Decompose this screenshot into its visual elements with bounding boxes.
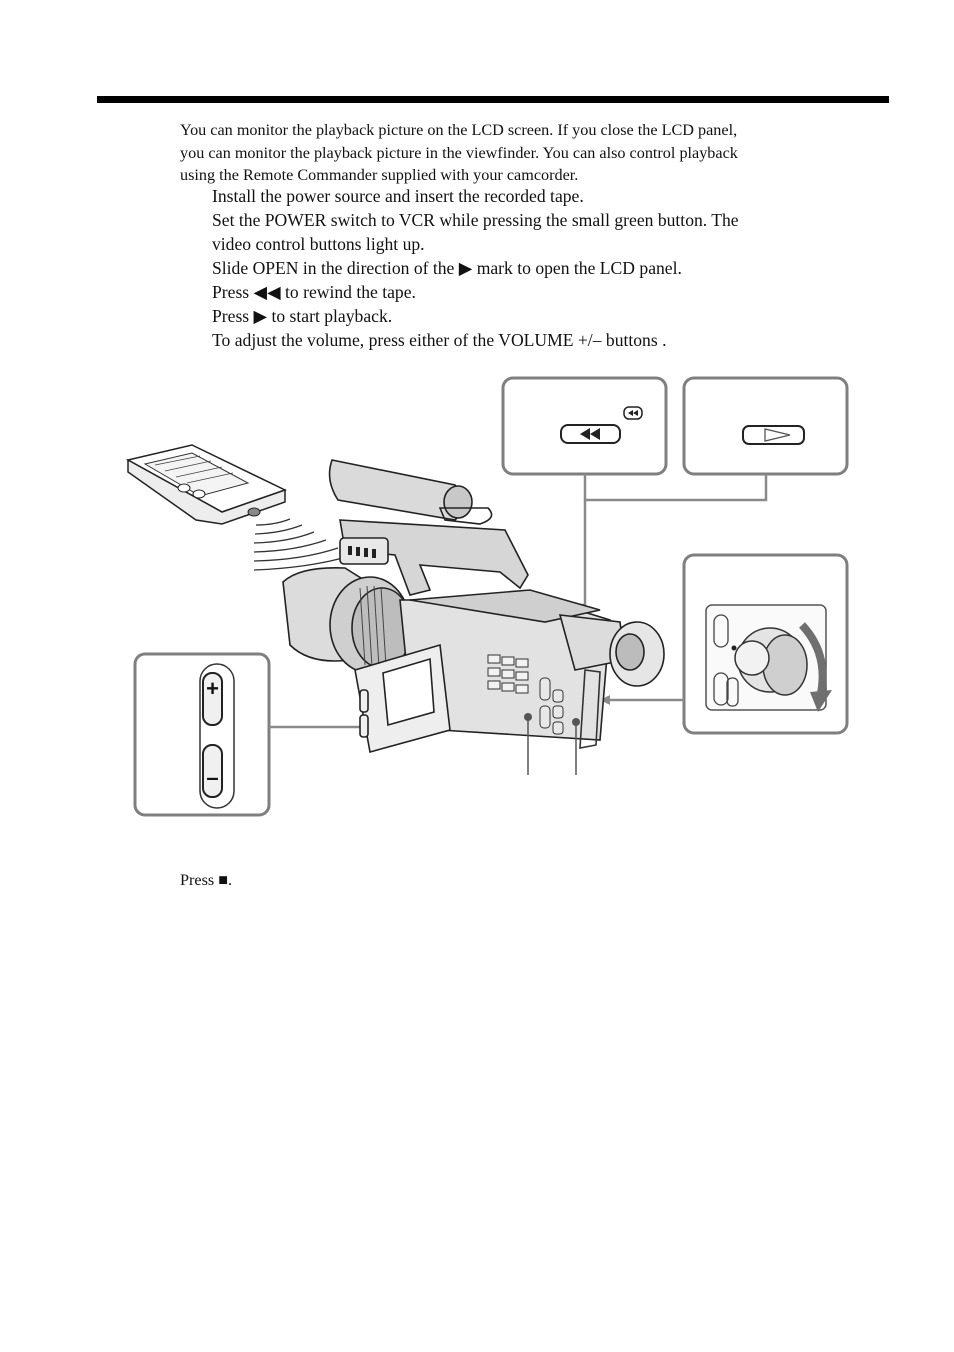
intro-line: you can monitor the playback picture in …: [180, 143, 738, 162]
rewind-small-icon: [623, 406, 643, 420]
camcorder: [282, 459, 665, 754]
rewind-callout: [501, 376, 668, 476]
rewind-icon: [580, 428, 600, 440]
step-6: To adjust the volume, press either of th…: [212, 330, 667, 350]
lower-leaders: [527, 717, 577, 775]
intro-paragraph: You can monitor the playback picture on …: [180, 119, 880, 187]
play-callout: [682, 376, 849, 476]
infrared-waves: [253, 518, 351, 571]
volume-minus-label: –: [206, 765, 218, 790]
volume-plus-label: +: [206, 676, 219, 701]
step-4: Press ◀◀ to rewind the tape.: [212, 282, 416, 302]
step-2: Set the POWER switch to VCR while pressi…: [212, 210, 739, 230]
camcorder-illustration: + –: [125, 376, 849, 817]
step-3: Slide OPEN in the direction of the ▶ mar…: [212, 258, 682, 278]
volume-callout: + –: [133, 652, 271, 817]
play-icon: [764, 428, 791, 442]
intro-line: using the Remote Commander supplied with…: [180, 166, 579, 184]
step-5: Press ▶ to start playback.: [212, 306, 393, 326]
step-1: Install the power source and insert the …: [212, 186, 584, 206]
steps-list: Install the power source and insert the …: [212, 184, 872, 352]
intro-line: You can monitor the playback picture on …: [180, 121, 738, 139]
section-rule: [97, 96, 889, 103]
remote-commander: [125, 444, 287, 525]
power-switch-callout: [682, 553, 849, 735]
step-2-cont: video control buttons light up.: [212, 234, 425, 254]
stop-playback-note: Press ■.: [180, 871, 233, 889]
